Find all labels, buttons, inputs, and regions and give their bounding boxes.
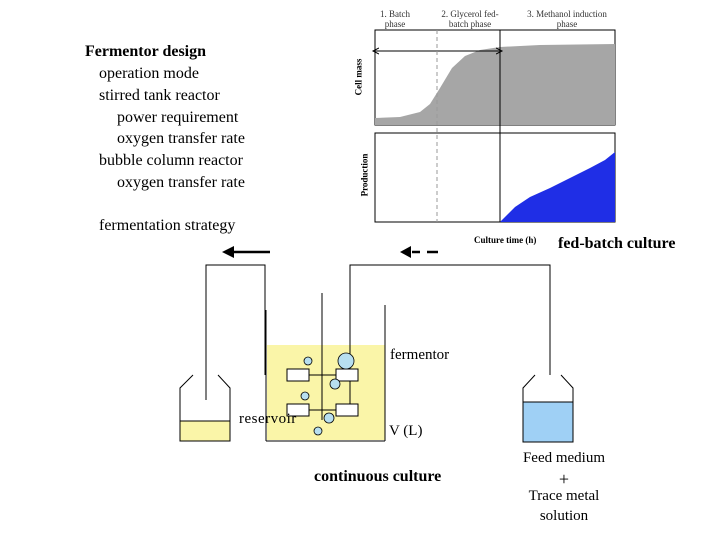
outline-item-stirred-tank: stirred tank reactor [99, 87, 220, 104]
air-bubble [300, 391, 310, 401]
cell-mass-area [375, 44, 615, 125]
air-bubble [323, 412, 335, 424]
air-bubble [329, 378, 341, 390]
reservoir-tube [205, 264, 266, 400]
cell-mass-ylabel: Cell mass [353, 58, 364, 96]
production-area [500, 152, 615, 222]
outline-item-bubble-column: bubble column reactor [99, 152, 243, 169]
air-bubble [303, 356, 313, 366]
air-bubble [337, 352, 355, 370]
outline-title: Fermentor design [85, 43, 207, 60]
feed-vessel [522, 374, 574, 443]
solution-label: solution [539, 508, 589, 524]
reservoir-vessel [179, 374, 231, 442]
feed-tube [349, 264, 551, 415]
air-bubble [313, 426, 323, 436]
trace-metal-label: Trace metal [528, 488, 600, 504]
production-panel [374, 132, 616, 223]
impeller [286, 293, 359, 420]
dashed-arrow [400, 246, 438, 258]
continuous-culture-label: continuous culture [314, 468, 442, 485]
impeller-blade [286, 403, 310, 417]
outline-item-operation-mode: operation mode [99, 65, 199, 82]
feed-plus-label: + [558, 469, 570, 489]
phase-label-batch: 1. Batch phase [380, 9, 410, 29]
reservoir-label: reservoir [239, 411, 297, 427]
outline-item-oxygen-transfer-1: oxygen transfer rate [117, 130, 245, 147]
fermentor-vessel [265, 305, 386, 442]
solid-arrow [222, 246, 270, 258]
cell-mass-panel [375, 29, 616, 126]
production-ylabel: Production [359, 153, 370, 197]
fed-batch-label: fed-batch culture [558, 235, 676, 252]
impeller-blade [335, 368, 359, 382]
impeller-blade [335, 403, 359, 417]
feed-medium-label: Feed medium [522, 450, 606, 466]
outline-item-fermentation-strategy: fermentation strategy [99, 217, 236, 234]
volume-label: V (L) [389, 423, 423, 439]
phase-label-methanol: 3. Methanol induction phase [527, 9, 607, 29]
outline-item-power-requirement: power requirement [117, 109, 239, 126]
phase-label-glycerol: 2. Glycerol fed-batch phase [441, 9, 499, 29]
outline-item-oxygen-transfer-2: oxygen transfer rate [117, 174, 245, 191]
fermentor-label: fermentor [390, 347, 450, 363]
impeller-blade [286, 368, 310, 382]
air-bubbles [300, 352, 355, 436]
chart-xlabel: Culture time (h) [474, 235, 537, 245]
